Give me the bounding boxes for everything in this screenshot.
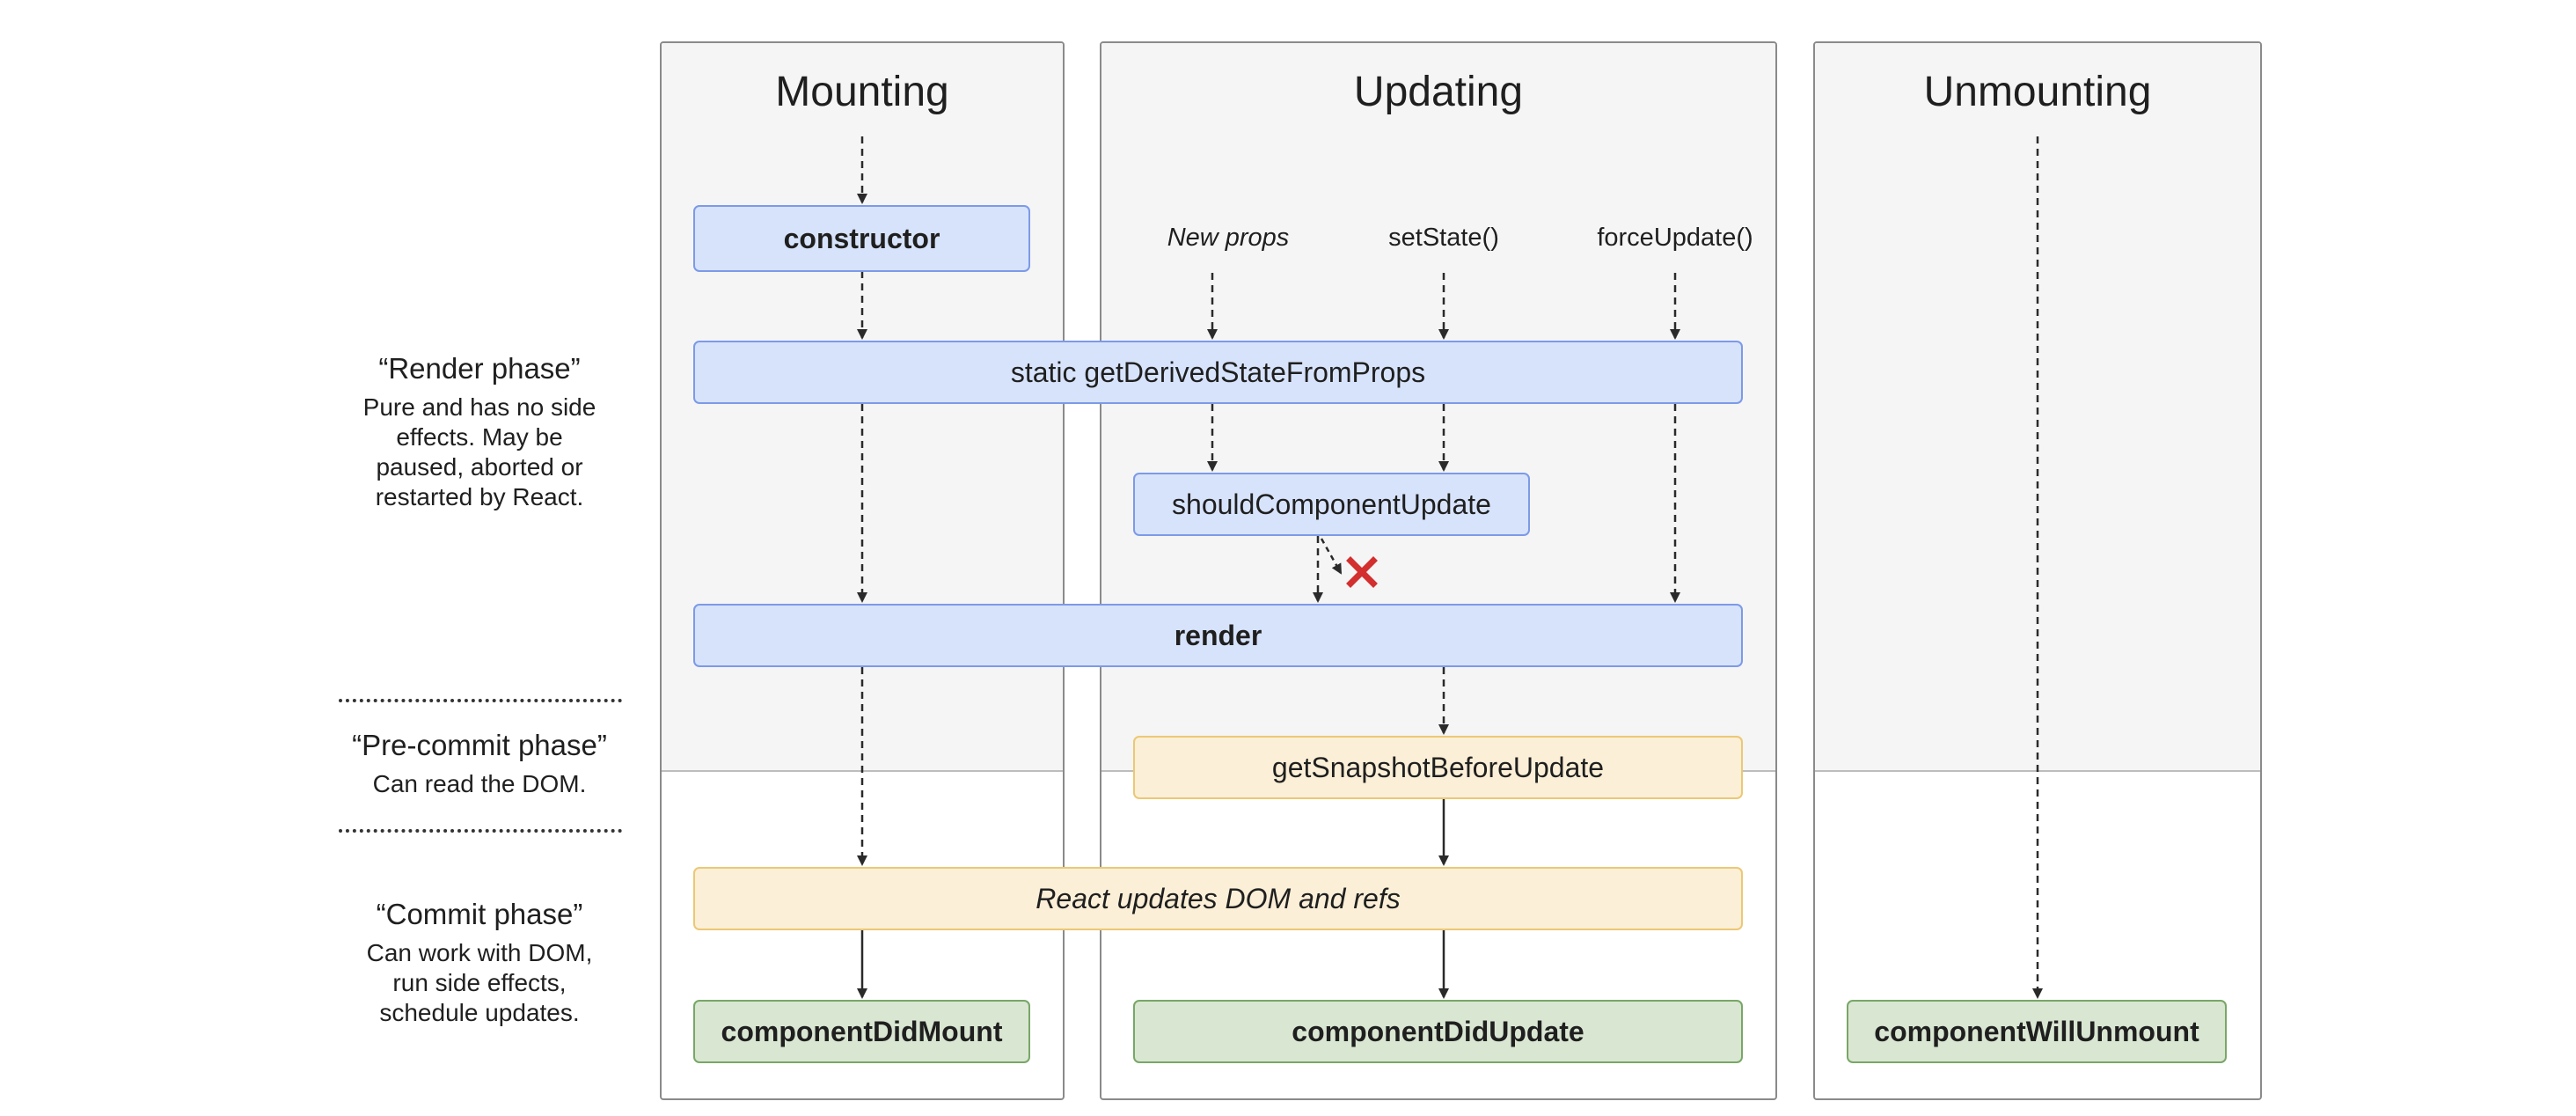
phase-divider-top (339, 699, 622, 702)
component-will-unmount-box: componentWillUnmount (1847, 1000, 2227, 1063)
cancel-x-icon (1346, 556, 1378, 588)
updating-title: Updating (1353, 69, 1524, 115)
component-did-mount-box: componentDidMount (693, 1000, 1030, 1063)
precommit-phase-title: “Pre-commit phase” (352, 729, 607, 761)
precommit-phase-label: “Pre-commit phase” Can read the DOM. (326, 729, 633, 799)
mounting-title: Mounting (775, 69, 949, 115)
get-snapshot-before-update-box: getSnapshotBeforeUpdate (1133, 736, 1743, 799)
precommit-phase-description: Can read the DOM. (372, 770, 587, 797)
should-component-update-box: shouldComponentUpdate (1133, 473, 1530, 536)
react-updates-dom-box: React updates DOM and refs (693, 867, 1743, 930)
render-phase-label: “Render phase” Pure and has no side effe… (326, 352, 633, 512)
trigger-new-props: New props (1167, 224, 1290, 252)
commit-phase-label: “Commit phase” Can work with DOM, run si… (326, 898, 633, 1028)
constructor-box: constructor (693, 205, 1030, 272)
get-derived-state-from-props-box: static getDerivedStateFromProps (693, 341, 1743, 404)
phase-divider-bottom (339, 829, 622, 833)
arrow-scu-to-cancel (1320, 538, 1343, 575)
commit-phase-description: Can work with DOM, run side effects, sch… (366, 939, 593, 1026)
commit-phase-title: “Commit phase” (376, 898, 583, 930)
component-did-update-box: componentDidUpdate (1133, 1000, 1743, 1063)
render-phase-description: Pure and has no side effects. May be pau… (362, 393, 596, 510)
render-box: render (693, 604, 1743, 667)
trigger-force-update: forceUpdate() (1597, 224, 1753, 252)
render-phase-title: “Render phase” (378, 352, 581, 385)
unmounting-title: Unmounting (1923, 69, 2152, 115)
trigger-set-state: setState() (1388, 224, 1499, 252)
